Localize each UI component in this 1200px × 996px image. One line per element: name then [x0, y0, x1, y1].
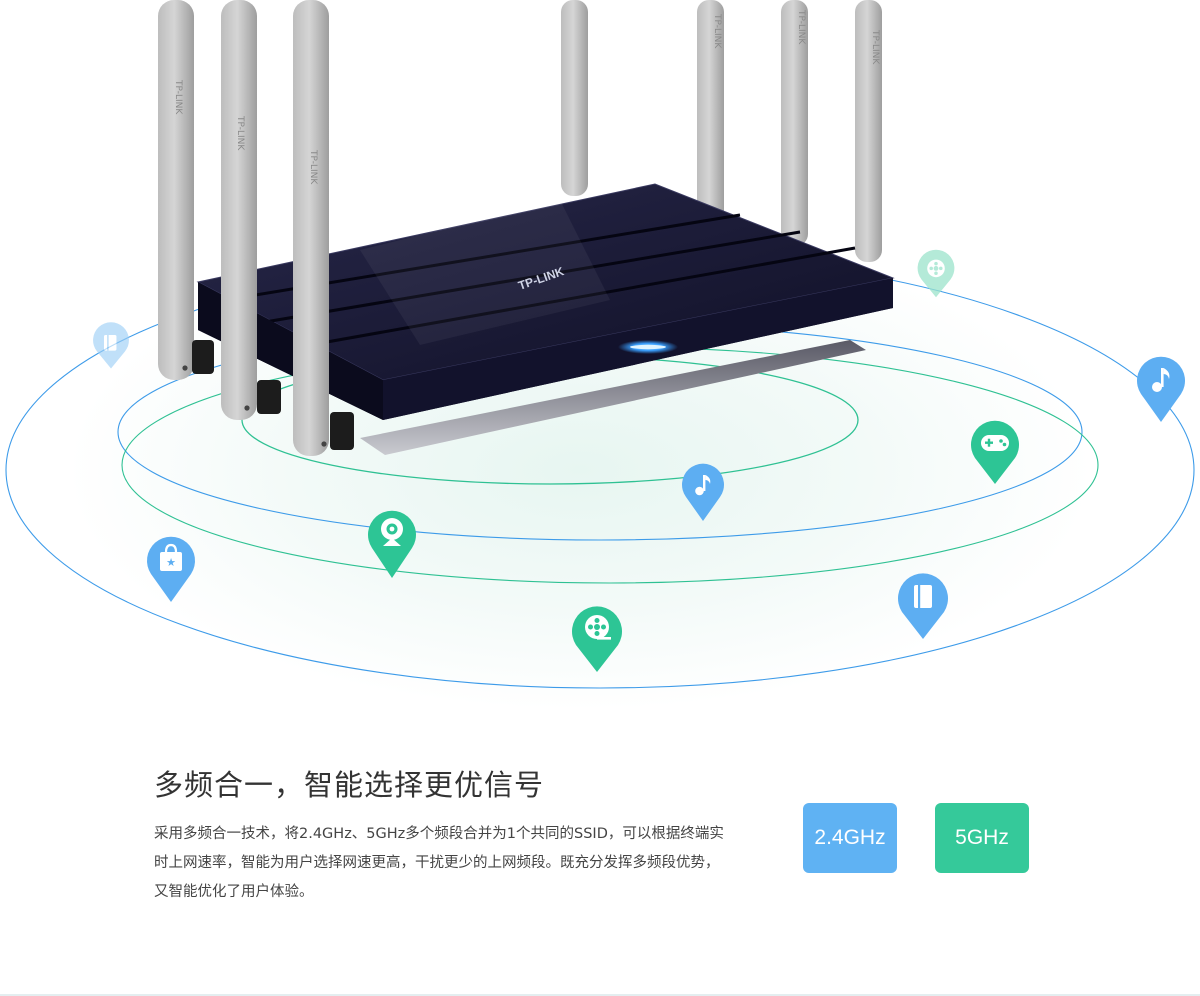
antenna [158, 0, 194, 380]
gamepad-pin-icon [971, 420, 1019, 484]
music-pin-icon [682, 463, 724, 521]
film-reel-icon [927, 259, 945, 278]
book-icon [914, 585, 932, 608]
app-pins: ★ [93, 249, 1185, 672]
router-led-core [630, 344, 666, 350]
antenna-brand-label: TP-LINK [870, 29, 880, 65]
music-note-icon [1152, 368, 1170, 392]
section-title: 多频合一，智能选择更优信号 [154, 768, 545, 802]
book-pin-icon [93, 322, 129, 369]
hero-illustration: TP-LINK TP-LINK TP-LINK TP-LINK [0, 0, 1200, 740]
camera-pin-icon [368, 510, 416, 578]
antennas-back: TP-LINK TP-LINK TP-LINK [561, 0, 882, 262]
antenna-brand-label: TP-LINK [308, 149, 318, 185]
footer-divider [0, 994, 1200, 996]
music-note-icon [695, 475, 711, 496]
film-pin-icon [572, 606, 622, 672]
film-reel-icon [585, 615, 611, 640]
router-scene: TP-LINK TP-LINK TP-LINK TP-LINK [5, 0, 1195, 689]
band-2-4ghz-label: 2.4GHz [814, 826, 886, 849]
music-pin-icon [1137, 356, 1185, 422]
shopping-pin-icon: ★ [147, 536, 195, 602]
svg-text:★: ★ [166, 556, 176, 569]
webcam-icon [381, 518, 403, 546]
book-pin-icon [898, 573, 948, 639]
film-pin-icon [917, 249, 955, 298]
book-icon [103, 334, 117, 351]
band-2-4ghz-button[interactable]: 2.4GHz [803, 803, 897, 873]
antenna [293, 0, 329, 456]
band-5ghz-label: 5GHz [955, 826, 1009, 849]
antenna [221, 0, 257, 420]
router-body: TP-LINK [196, 183, 895, 455]
section-description: 采用多频合一技术，将2.4GHz、5GHz多个频段合并为1个共同的SSID，可以… [154, 826, 724, 900]
gamepad-icon [981, 435, 1009, 451]
shopping-bag-icon: ★ [160, 543, 182, 571]
antenna-brand-label: TP-LINK [173, 79, 183, 115]
antenna-brand-label: TP-LINK [796, 9, 806, 45]
antennas-front: TP-LINK TP-LINK TP-LINK [158, 0, 354, 456]
antenna-brand-label: TP-LINK [712, 13, 722, 49]
antenna-brand-label: TP-LINK [235, 115, 245, 151]
band-5ghz-button[interactable]: 5GHz [935, 803, 1029, 873]
